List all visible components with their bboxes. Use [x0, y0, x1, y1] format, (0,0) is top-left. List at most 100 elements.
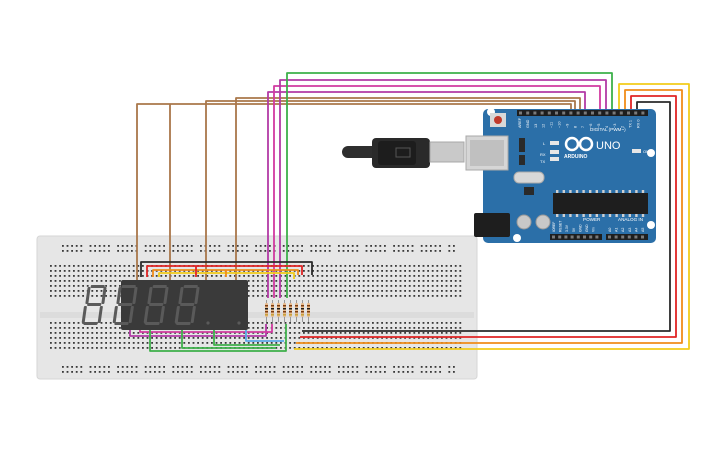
decimal-point	[206, 321, 210, 325]
wire-red-right[interactable]	[300, 95, 677, 338]
resistor[interactable]	[295, 300, 298, 322]
power-header[interactable]	[550, 234, 602, 240]
wire-purple-bottom[interactable]	[129, 324, 267, 337]
power-pin-label: GND	[578, 224, 582, 232]
analog-header[interactable]	[606, 234, 648, 240]
on-label: ON	[643, 149, 649, 154]
wire-magenta-1[interactable]	[273, 85, 601, 298]
power-label: POWER	[583, 217, 601, 222]
usb-cable[interactable]	[342, 138, 465, 168]
segment	[128, 306, 134, 323]
wire-brown-3[interactable]	[205, 100, 576, 282]
wire-green-bottom-2[interactable]	[181, 330, 276, 349]
wire-purple-1[interactable]	[267, 91, 586, 298]
wire-magenta-bottom[interactable]	[139, 324, 273, 333]
segment	[116, 287, 122, 304]
segment	[132, 287, 138, 304]
wire-black-jumper[interactable]	[140, 261, 313, 277]
analog-pin-label: A3	[628, 228, 632, 232]
segment	[143, 306, 149, 323]
rx-label: RX	[540, 152, 546, 157]
segment	[174, 306, 180, 323]
digital-pin-label: ~5	[597, 124, 601, 128]
segment	[190, 306, 196, 323]
board-logo-text: UNO	[596, 140, 621, 152]
digital-pin-label: ~9	[565, 124, 569, 128]
analog-pin-label: A5	[641, 228, 645, 232]
power-pin-label: IOREF	[552, 222, 556, 232]
decimal-point	[237, 321, 241, 325]
wire-purple-2[interactable]	[279, 79, 607, 298]
segment	[178, 287, 184, 304]
arduino-uno-board[interactable]: UNO ARDUINO DIGITAL (PWM~) POWER ANALOG …	[465, 108, 656, 243]
digital-label: DIGITAL (PWM~)	[590, 127, 626, 132]
digital-pin-label: RX 0	[637, 120, 641, 128]
digital-pin-label: ~6	[589, 124, 593, 128]
resistor[interactable]	[277, 300, 280, 322]
power-pin-label: Vin	[592, 227, 596, 232]
segment	[81, 306, 87, 323]
segment	[97, 306, 103, 323]
display-digits	[81, 285, 241, 325]
segment	[149, 303, 164, 306]
power-pin-label: 5V	[572, 227, 576, 232]
segment	[118, 303, 133, 306]
power-pin-label: GND	[585, 224, 589, 232]
segment	[90, 285, 105, 288]
resistor-array[interactable]	[265, 300, 310, 322]
segment	[121, 285, 136, 288]
segment	[152, 285, 167, 288]
analog-label: ANALOG IN	[618, 217, 643, 222]
digital-pin-label: ~10	[558, 122, 562, 128]
arduino-logo-icon	[564, 136, 594, 152]
segment	[176, 322, 191, 325]
digital-pin-label: 13	[534, 124, 538, 128]
wire-orange-right[interactable]	[296, 89, 683, 344]
resistor[interactable]	[307, 300, 310, 322]
analog-pin-label: A2	[621, 228, 625, 232]
segment	[114, 322, 129, 325]
digital-pin-label: 2	[621, 126, 625, 128]
brand-text: ARDUINO	[564, 154, 587, 160]
resistor[interactable]	[301, 300, 304, 322]
wire-brown-4[interactable]	[235, 97, 581, 282]
wire-green-bottom-1[interactable]	[149, 324, 287, 352]
segment	[163, 287, 169, 304]
l-label: L	[543, 141, 546, 146]
segment	[85, 287, 91, 304]
segment	[147, 287, 153, 304]
analog-pin-label: A4	[634, 228, 638, 232]
segment	[194, 287, 200, 304]
digital-pin-label: TX 1	[629, 120, 633, 128]
power-pin-label: 3.3V	[565, 224, 569, 232]
segment	[101, 287, 107, 304]
digital-pin-label: ~11	[550, 122, 554, 128]
digital-pin-label: 7	[581, 126, 585, 128]
microcontroller-pins	[556, 190, 645, 217]
digital-pin-label: GND	[526, 119, 530, 128]
seven-segment-display[interactable]	[81, 280, 248, 330]
wire-yellow-right[interactable]	[294, 83, 690, 350]
resistor[interactable]	[265, 300, 268, 322]
tx-label: TX	[540, 159, 545, 164]
breadboard[interactable]	[36, 235, 478, 380]
digital-pin-label: ~3	[613, 124, 617, 128]
power-pin-label: RESET	[559, 221, 563, 232]
wire-red-jumper[interactable]	[146, 265, 303, 277]
resistor[interactable]	[283, 300, 286, 322]
segment	[159, 306, 165, 323]
wire-green-bottom-3[interactable]	[213, 330, 280, 346]
wire-blue-bottom[interactable]	[245, 330, 284, 342]
segment	[83, 322, 98, 325]
digital-pin-label: 4	[605, 126, 609, 128]
wire-black-right[interactable]	[302, 101, 671, 332]
resistor[interactable]	[289, 300, 292, 322]
wire-green-top[interactable]	[286, 72, 613, 298]
digital-header[interactable]	[517, 110, 648, 116]
digital-pin-label: 12	[542, 124, 546, 128]
resistor[interactable]	[271, 300, 274, 322]
digital-pin-label: AREF	[518, 117, 522, 128]
